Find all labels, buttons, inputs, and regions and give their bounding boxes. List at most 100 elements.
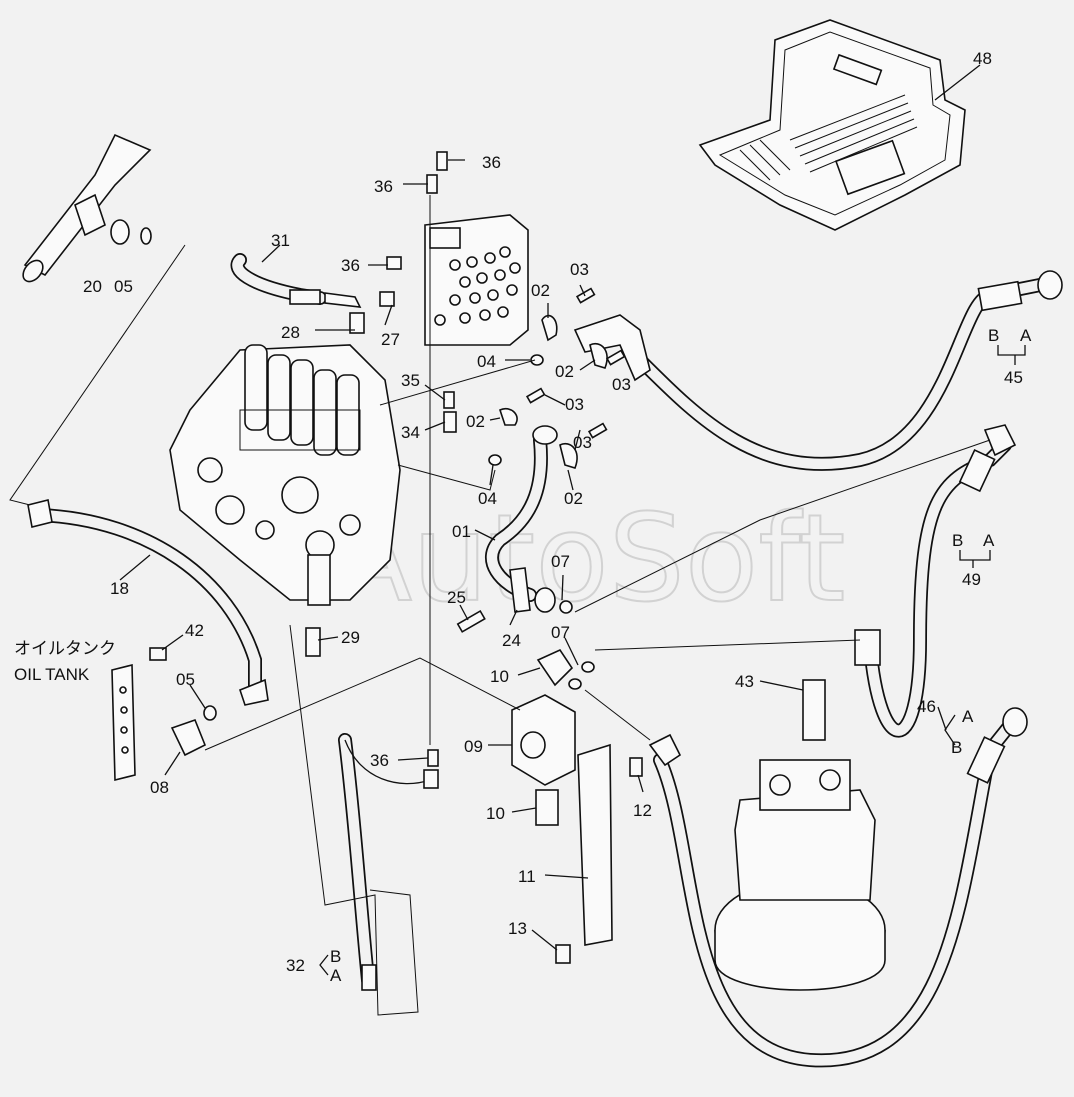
leader-lines xyxy=(9,64,1026,1016)
callout-49-b: B xyxy=(952,531,963,550)
callout-03-d: 03 xyxy=(573,433,592,452)
callout-32-a: A xyxy=(330,966,342,985)
bolt-part-12[interactable] xyxy=(629,757,643,777)
elbow-part-10-top[interactable] xyxy=(536,648,574,687)
fitting-part-36-second[interactable] xyxy=(426,174,438,194)
callout-49-a: A xyxy=(983,531,995,550)
callout-27: 27 xyxy=(381,330,400,349)
oring-part-07-b[interactable] xyxy=(581,661,595,673)
clamp-part-02-d[interactable] xyxy=(559,443,578,469)
pilot-valve-block[interactable] xyxy=(424,214,529,346)
oring-part-04-a[interactable] xyxy=(530,354,544,366)
callout-29: 29 xyxy=(341,628,360,647)
callout-34: 34 xyxy=(401,423,420,442)
callout-46: 46 xyxy=(917,697,936,716)
callout-02-d: 02 xyxy=(564,489,583,508)
bolt-part-03-d[interactable] xyxy=(587,422,608,439)
watermark: AutoSoft xyxy=(330,490,845,629)
main-control-valve[interactable] xyxy=(169,344,401,606)
callout-07-a: 07 xyxy=(551,552,570,571)
callout-36-d: 36 xyxy=(370,751,389,770)
callout-05-a: 05 xyxy=(114,277,133,296)
fitting-part-35[interactable] xyxy=(443,391,455,409)
fitting-part-34[interactable] xyxy=(443,411,457,433)
fitting-part-36-top[interactable] xyxy=(436,151,448,171)
bolt-part-13[interactable] xyxy=(555,944,571,964)
tube-part-01[interactable] xyxy=(485,425,558,613)
hose-part-46[interactable] xyxy=(648,707,1028,1068)
callout-labels: 48 36 36 31 36 20 05 03 02 B A 45 28 27 … xyxy=(83,49,1032,985)
callout-01: 01 xyxy=(452,522,471,541)
callout-24: 24 xyxy=(502,631,521,650)
callout-43: 43 xyxy=(735,672,754,691)
tube-part-32[interactable] xyxy=(338,733,439,991)
oring-part-05-b[interactable] xyxy=(203,705,217,721)
oring-part-07-a[interactable] xyxy=(559,600,573,614)
callout-46-b: B xyxy=(951,738,962,757)
callout-10-b: 10 xyxy=(486,804,505,823)
bolt-part-03-a[interactable] xyxy=(575,287,596,304)
callout-12: 12 xyxy=(633,801,652,820)
callout-07-b: 07 xyxy=(551,623,570,642)
bolt-part-03-b[interactable] xyxy=(605,349,626,366)
callout-02-b: 02 xyxy=(555,362,574,381)
fitting-part-10-bottom[interactable] xyxy=(535,789,559,826)
fitting-part-42[interactable] xyxy=(149,647,167,661)
callout-20: 20 xyxy=(83,277,102,296)
suction-pipe-part-20[interactable] xyxy=(19,133,152,285)
clamp-part-02-a[interactable] xyxy=(541,314,558,342)
callout-48: 48 xyxy=(973,49,992,68)
oil-tank-label: オイルタンク OIL TANK xyxy=(14,639,116,684)
callout-13: 13 xyxy=(508,919,527,938)
callout-04-b: 04 xyxy=(478,489,497,508)
callout-36-a: 36 xyxy=(482,153,501,172)
callout-03-b: 03 xyxy=(612,375,631,394)
callout-09: 09 xyxy=(464,737,483,756)
fitting-part-43[interactable] xyxy=(802,679,826,741)
callout-32-b: B xyxy=(330,947,341,966)
oil-tank-plate xyxy=(111,663,136,782)
hose-part-31[interactable] xyxy=(230,253,395,334)
clamp-part-02-b[interactable] xyxy=(589,343,608,369)
plate-part-11[interactable] xyxy=(577,743,613,946)
hose-part-49[interactable] xyxy=(854,424,1017,738)
callout-03-a: 03 xyxy=(570,260,589,279)
fitting-part-29[interactable] xyxy=(305,627,321,657)
callout-02-c: 02 xyxy=(466,412,485,431)
hose-part-45[interactable] xyxy=(573,270,1063,471)
callout-10-a: 10 xyxy=(490,667,509,686)
callout-45-a: A xyxy=(1020,326,1032,345)
callout-32: 32 xyxy=(286,956,305,975)
callout-11: 11 xyxy=(518,867,536,886)
callout-42: 42 xyxy=(185,621,204,640)
oil-tank-label-en: OIL TANK xyxy=(14,665,90,684)
fitting-part-36-bottom[interactable] xyxy=(427,749,439,767)
callout-25: 25 xyxy=(447,588,466,607)
callout-45: 45 xyxy=(1004,368,1023,387)
callout-08: 08 xyxy=(150,778,169,797)
clamp-part-02-c[interactable] xyxy=(499,407,518,426)
callout-35: 35 xyxy=(401,371,420,390)
swing-motor[interactable] xyxy=(714,759,886,991)
floor-mat-part-48[interactable] xyxy=(698,19,966,231)
oring-part-04-b[interactable] xyxy=(488,454,502,466)
block-part-09[interactable] xyxy=(511,694,576,786)
callout-03-c: 03 xyxy=(565,395,584,414)
oring-part-07-c[interactable] xyxy=(568,678,582,690)
oil-tank-label-jp: オイルタンク xyxy=(14,639,116,658)
bolt-part-03-c[interactable] xyxy=(525,387,546,404)
callout-28: 28 xyxy=(281,323,300,342)
callout-49: 49 xyxy=(962,570,981,589)
callout-02-a: 02 xyxy=(531,281,550,300)
callout-36-c: 36 xyxy=(341,256,360,275)
hose-part-18[interactable] xyxy=(27,499,269,706)
callout-46-a: A xyxy=(962,707,974,726)
callout-18: 18 xyxy=(110,579,129,598)
elbow-part-08[interactable] xyxy=(170,718,207,757)
callout-36-b: 36 xyxy=(374,177,393,196)
bracket-part-24[interactable] xyxy=(509,567,531,613)
bolt-part-25[interactable] xyxy=(456,609,486,633)
fitting-part-36-third[interactable] xyxy=(386,256,402,270)
